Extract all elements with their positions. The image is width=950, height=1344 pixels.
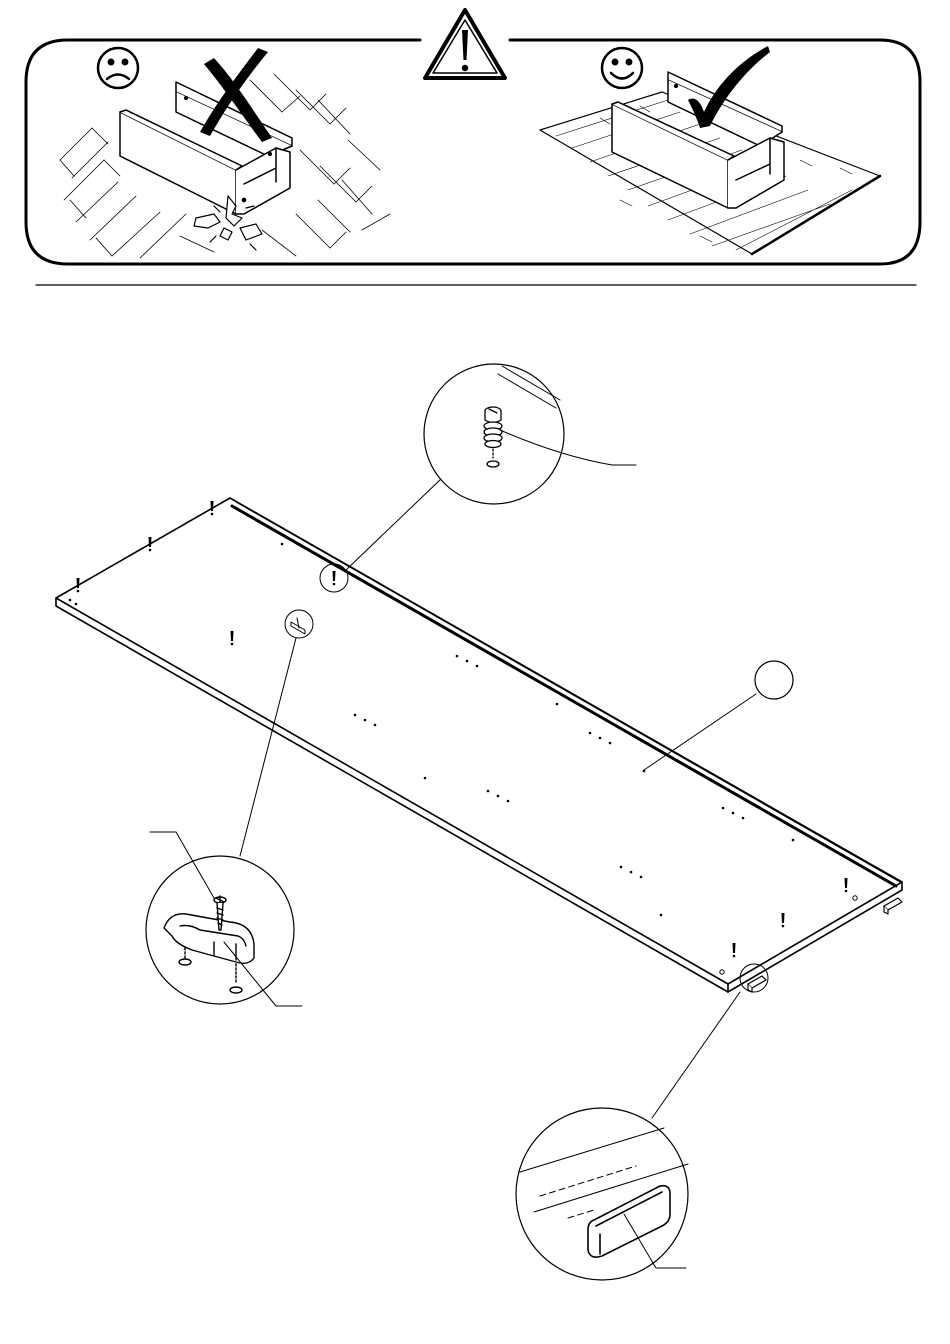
good-example	[540, 46, 880, 254]
cam-bolt-detail	[320, 364, 636, 592]
part-label-leader	[644, 694, 756, 770]
part-label-circle	[755, 661, 793, 699]
warning-triangle-icon	[425, 10, 505, 78]
warning-banner	[26, 10, 920, 264]
happy-face-icon	[602, 48, 642, 88]
sad-face-icon	[98, 48, 138, 88]
dropped-cabinet	[120, 82, 292, 214]
assembly-diagram	[56, 364, 902, 1280]
bad-example	[60, 48, 390, 258]
